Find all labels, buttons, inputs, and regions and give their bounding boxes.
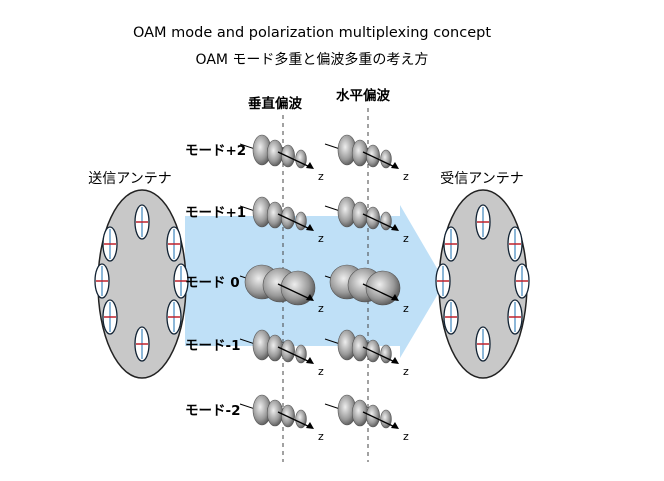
tx-antenna-label: 送信アンテナ bbox=[88, 171, 171, 187]
mode-label: モード-1 bbox=[185, 338, 241, 354]
antenna-element bbox=[514, 263, 530, 299]
z-axis-label: z bbox=[403, 232, 409, 245]
mode-label: モード+1 bbox=[185, 205, 246, 221]
mode-row: モード-1 z z bbox=[185, 329, 409, 378]
mode-label: モード 0 bbox=[185, 275, 240, 291]
antenna-element bbox=[507, 226, 523, 262]
z-axis-label: z bbox=[318, 170, 324, 183]
antenna-element bbox=[173, 263, 189, 299]
z-axis-label: z bbox=[318, 232, 324, 245]
beam-pattern: z bbox=[239, 329, 324, 378]
antenna-element bbox=[475, 204, 491, 240]
z-axis-label: z bbox=[403, 365, 409, 378]
beam-pattern: z bbox=[239, 196, 324, 245]
column-horizontal: 水平偏波 bbox=[336, 87, 390, 104]
transmission-arrow bbox=[185, 205, 445, 358]
antenna-element bbox=[435, 263, 451, 299]
beam-pattern: z bbox=[239, 264, 324, 315]
mode-row: モード+2 z z bbox=[185, 134, 409, 183]
z-axis-label: z bbox=[403, 302, 409, 315]
mode-row: モード 0 z z bbox=[185, 264, 409, 315]
column-vertical: 垂直偏波 bbox=[248, 95, 302, 112]
beam-pattern: z bbox=[239, 394, 324, 443]
beam-pattern: z bbox=[324, 196, 409, 245]
beam-pattern: z bbox=[324, 394, 409, 443]
antenna-element bbox=[166, 299, 182, 335]
antenna-element bbox=[102, 299, 118, 335]
antenna-element bbox=[166, 226, 182, 262]
mode-row: モード+1 z z bbox=[185, 196, 409, 245]
mode-label: モード+2 bbox=[185, 143, 246, 159]
antenna-element bbox=[507, 299, 523, 335]
beam-pattern: z bbox=[239, 134, 324, 183]
antenna-element bbox=[134, 326, 150, 362]
antenna-element bbox=[443, 299, 459, 335]
z-axis-label: z bbox=[318, 430, 324, 443]
beam-pattern: z bbox=[324, 264, 409, 315]
rx-antenna bbox=[435, 189, 530, 379]
tx-antenna bbox=[94, 189, 189, 379]
z-axis-label: z bbox=[403, 430, 409, 443]
beam-pattern: z bbox=[324, 329, 409, 378]
z-axis-label: z bbox=[403, 170, 409, 183]
z-axis-label: z bbox=[318, 365, 324, 378]
antenna-element bbox=[475, 326, 491, 362]
antenna-element bbox=[134, 204, 150, 240]
beam-pattern: z bbox=[324, 134, 409, 183]
mode-label: モード-2 bbox=[185, 403, 241, 419]
antenna-element bbox=[102, 226, 118, 262]
z-axis-label: z bbox=[318, 302, 324, 315]
subtitle: OAM モード多重と偏波多重の考え方 bbox=[196, 51, 429, 68]
antenna-element bbox=[94, 263, 110, 299]
mode-row: モード-2 z z bbox=[185, 394, 409, 443]
mode-rows: モード+2 z z モード+1 z z モード 0 z z モード-1 z z モード-2 z z bbox=[185, 134, 409, 443]
rx-antenna-label: 受信アンテナ bbox=[440, 171, 523, 187]
antenna-element bbox=[443, 226, 459, 262]
title: OAM mode and polarization multiplexing c… bbox=[133, 25, 491, 41]
